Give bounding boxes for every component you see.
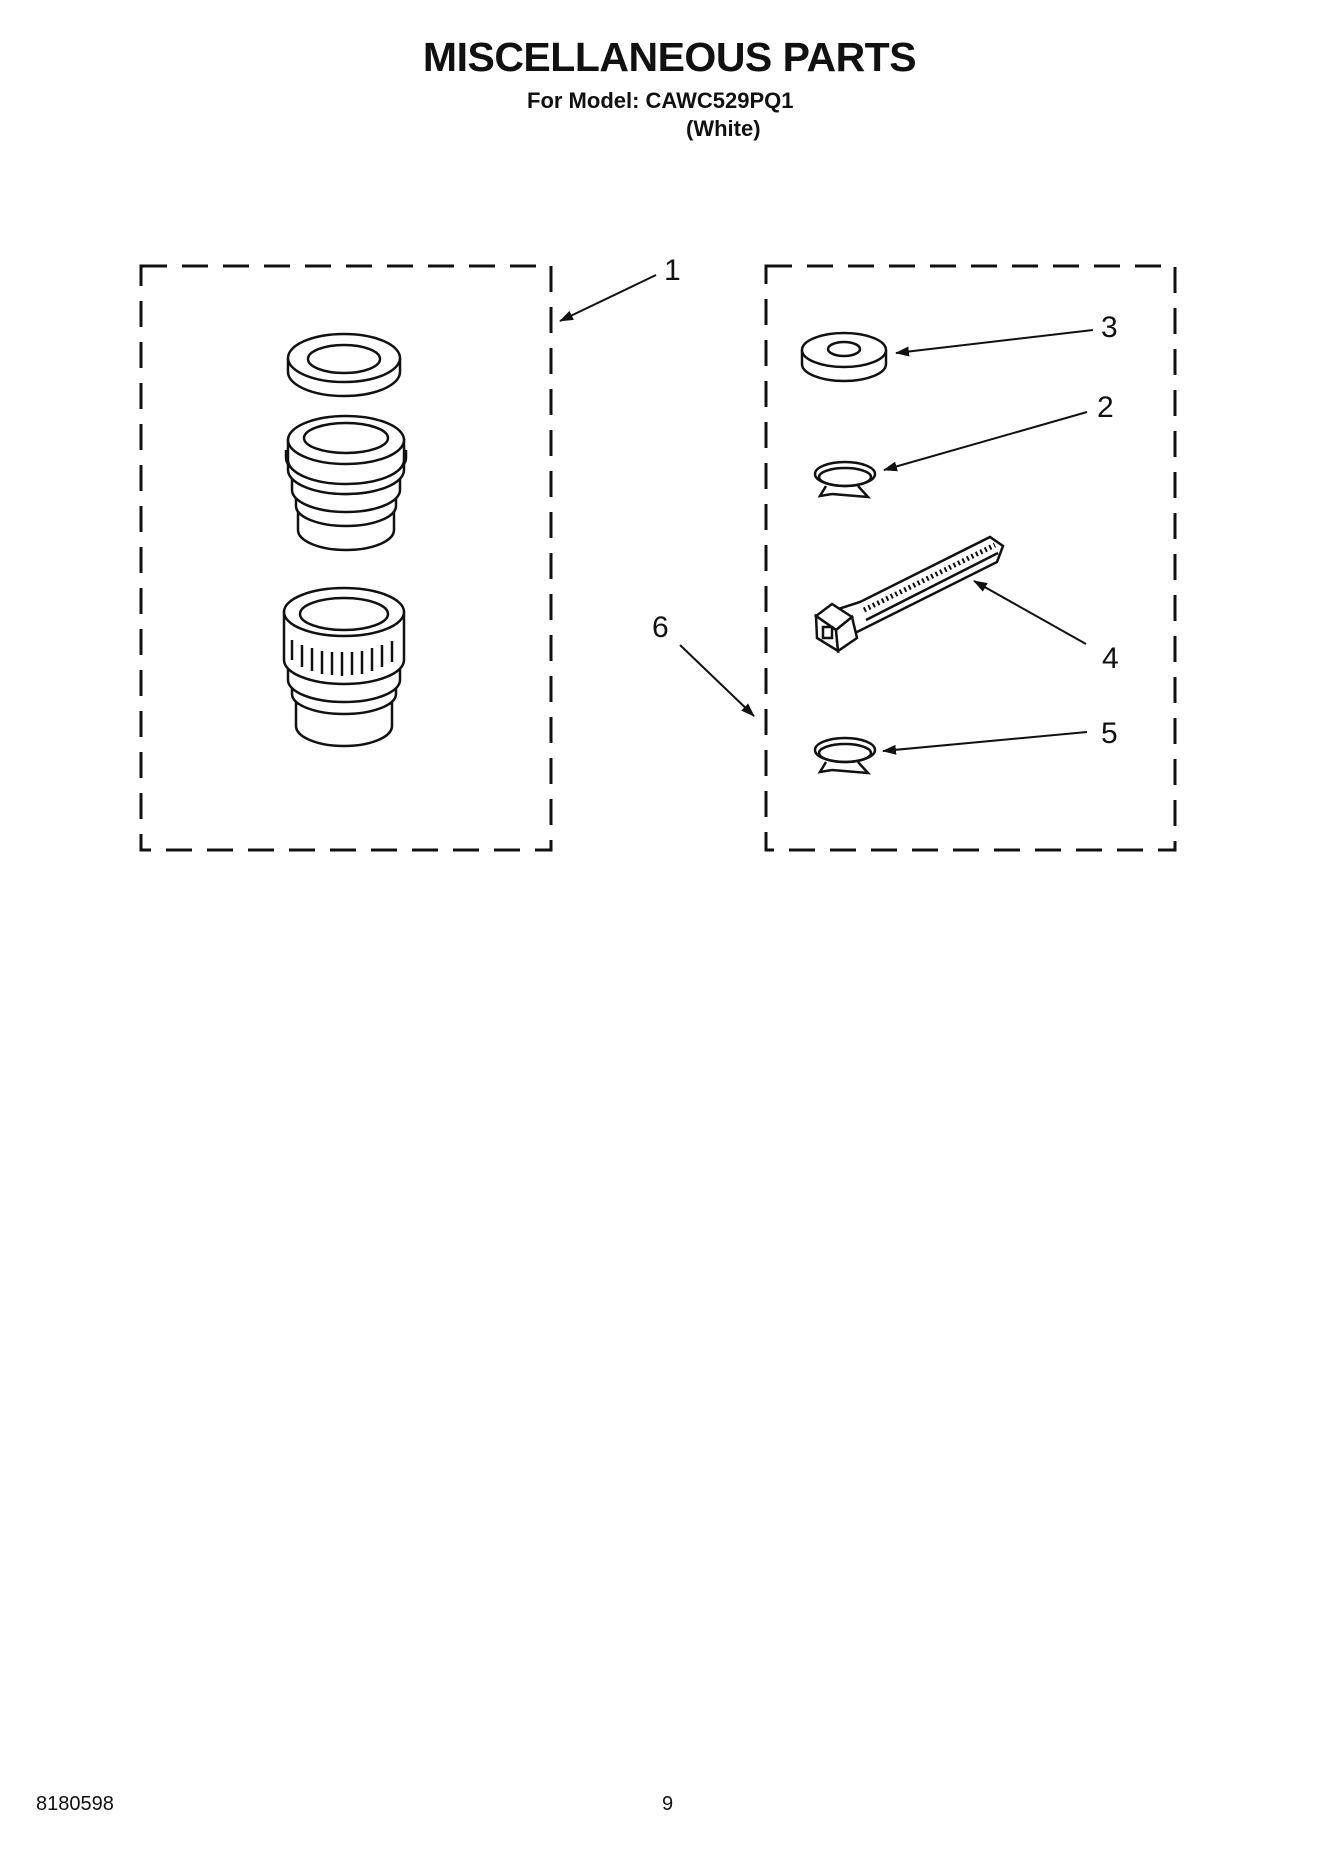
callout-4: 4	[1102, 642, 1119, 675]
thick-washer-illustration	[800, 331, 888, 383]
ribbed-fitting-illustration	[282, 586, 406, 748]
leader-line-2	[883, 411, 1088, 472]
ring-washer-illustration	[286, 332, 402, 398]
document-number: 8180598	[36, 1793, 114, 1815]
page-number: 9	[662, 1793, 674, 1815]
leader-line-1	[559, 274, 657, 322]
callout-1: 1	[664, 254, 681, 287]
color-variant: (White)	[686, 116, 761, 141]
right-group-box	[764, 264, 1177, 852]
cable-tie-illustration	[813, 535, 1005, 654]
left-group-box	[139, 264, 553, 852]
leader-line-3	[895, 329, 1094, 357]
hose-clamp-illustration-lower	[813, 736, 877, 775]
grooved-coupling-illustration	[284, 414, 408, 552]
leader-line-4	[973, 580, 1087, 645]
leader-lines	[559, 274, 1094, 755]
callout-5: 5	[1101, 717, 1118, 750]
callout-2: 2	[1097, 391, 1114, 424]
callout-6: 6	[652, 611, 669, 644]
page-title: MISCELLANEOUS PARTS	[422, 34, 917, 80]
callout-3: 3	[1101, 311, 1118, 344]
leader-line-6	[679, 644, 755, 717]
leader-line-5	[882, 731, 1088, 755]
hose-clamp-illustration-upper	[813, 460, 877, 499]
model-line: For Model: CAWC529PQ1	[527, 88, 794, 113]
